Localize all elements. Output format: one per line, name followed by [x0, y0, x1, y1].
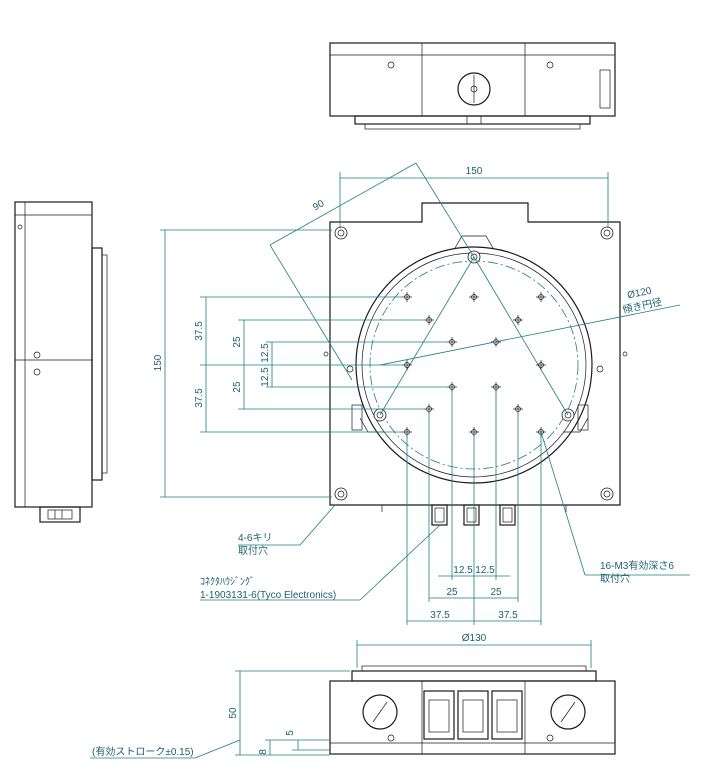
note-mount-holes-line1: 4-6キリ	[238, 533, 272, 544]
note-tapped-holes-line1: 16-M3有効深さ6	[600, 559, 674, 572]
dim-h-25-left: 25	[446, 587, 458, 598]
dim-dia-120: Ø120	[626, 286, 653, 302]
bottom-connectors	[431, 504, 516, 526]
dim-width-150: 150	[466, 166, 483, 177]
dim-v-25-top: 25	[232, 336, 243, 348]
note-tapped-holes-line2: 取付穴	[600, 572, 630, 585]
dim-height-150: 150	[153, 354, 164, 371]
dim-h-25-right: 25	[490, 587, 502, 598]
dim-h-37-5-left: 37.5	[430, 610, 450, 621]
top-elevation-view	[329, 42, 616, 130]
note-mount-holes-line2: 取付穴	[238, 544, 268, 557]
dim-h-37-5-right: 37.5	[498, 610, 518, 621]
dim-v-12-5-bot: 12.5	[260, 367, 271, 387]
dim-v-37-5-bot: 37.5	[194, 388, 205, 408]
note-connector-line2: 1-1903131-6(Tyco Electronics)	[200, 590, 336, 601]
dim-v-37-5-top: 37.5	[194, 321, 205, 341]
corner-mounting-holes	[334, 226, 614, 501]
dim-angle-90: 90	[311, 198, 327, 213]
plan-dimensions	[160, 162, 690, 668]
dim-h-12-5-right: 12.5	[475, 565, 495, 576]
dim-v-5: 5	[285, 730, 296, 736]
plan-view	[323, 202, 628, 526]
dim-h-12-5-left: 12.5	[453, 565, 473, 576]
left-side-view	[14, 201, 108, 523]
dim-height-50: 50	[228, 707, 239, 719]
bottom-elevation-view	[90, 665, 616, 759]
note-connector-line1: ｺﾈｸﾀﾊｳｼﾞﾝｸﾞ	[200, 576, 255, 588]
note-stroke: (有効ストローク±0.15)	[92, 745, 194, 758]
dim-dia-130: Ø130	[462, 633, 487, 644]
dim-v-12-5-top: 12.5	[260, 343, 271, 363]
dim-v-8: 8	[258, 749, 269, 755]
dim-v-25-bot: 25	[232, 381, 243, 393]
m3-tapped-holes	[402, 292, 546, 437]
